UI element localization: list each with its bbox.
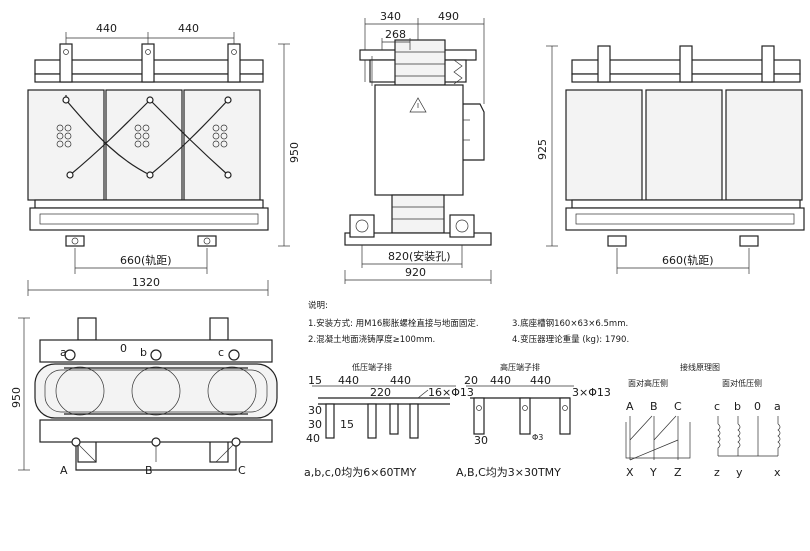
high-voltage-terminal: 高压端子排 20 440 440 3×Φ13 30 Φ3 A,B,C均为3×30… [456,362,611,479]
front-dim-440-right: 440 [178,22,199,35]
top-dim-950: 950 [10,387,23,408]
lv-title: 低压端子排 [352,362,392,372]
front-dim-track: 660(轨距) [120,253,172,267]
terminal-C: C [238,464,246,477]
front-view: 440 440 950 660(轨距) 1320 [27,22,301,296]
front-dim-1320: 1320 [132,276,160,289]
hv-dim-phi3: Φ3 [532,433,543,442]
terminal-0: 0 [120,342,127,355]
wiring-z: z [714,466,720,479]
wiring-y: y [736,466,743,479]
terminal-c: c [218,346,224,359]
wiring-x: x [774,466,781,479]
note-3: 3.底座槽钢160×63×6.5mm. [512,318,628,329]
lv-caption: a,b,c,0均为6×60TMY [304,466,417,479]
side-dim-490: 490 [438,10,459,23]
hv-dim-30: 30 [474,434,488,447]
wiring-low-label: 面对低压侧 [722,378,762,388]
hv-dim-20: 20 [464,374,478,387]
wiring-B: B [650,400,658,413]
side-dim-268: 268 [385,28,406,41]
back-dim-925: 925 [536,139,549,160]
wiring-title: 接线原理图 [680,362,720,372]
terminal-a: a [60,346,67,359]
wiring-A: A [626,400,634,413]
back-view: 925 660(轨距) [536,45,805,274]
back-dim-track: 660(轨距) [662,253,714,267]
side-view: 340 490 268 820(安装孔) 920 [344,10,492,284]
notes-heading: 说明: [308,300,328,311]
terminal-A: A [60,464,68,477]
wiring-0: 0 [754,400,761,413]
wiring-high-label: 面对高压侧 [628,378,668,388]
low-voltage-terminal: 低压端子排 15 440 440 220 16×Φ13 30 30 15 40 … [304,362,474,479]
front-dim-440-left: 440 [96,22,117,35]
lv-dim-30-b: 30 [308,418,322,431]
terminal-B: B [145,464,153,477]
hv-dim-440-a: 440 [490,374,511,387]
lv-dim-holes: 16×Φ13 [428,386,474,399]
note-2: 2.混凝土地面浇铸厚度≥100mm. [308,334,435,345]
lv-dim-440-a: 440 [338,374,359,387]
note-1: 1.安装方式: 用M16膨胀螺栓直接与地面固定. [308,318,479,329]
wiring-Y: Y [649,466,657,479]
side-dim-340: 340 [380,10,401,23]
hv-dim-440-b: 440 [530,374,551,387]
hv-title: 高压端子排 [500,362,540,372]
lv-dim-440-b: 440 [390,374,411,387]
lv-dim-40: 40 [306,432,320,445]
lv-dim-30-a: 30 [308,404,322,417]
wiring-c: c [714,400,720,413]
wiring-a: a [774,400,781,413]
side-dim-920: 920 [405,266,426,279]
wiring-b: b [734,400,741,413]
top-view: 950 a 0 b c A B C [10,317,278,477]
side-dim-820: 820(安装孔) [388,249,451,263]
hv-dim-holes: 3×Φ13 [572,386,611,399]
wiring-X: X [626,466,634,479]
lv-dim-15-b: 15 [340,418,354,431]
note-4: 4.变压器理论重量 (kg): 1790. [512,334,629,345]
notes: 说明: 1.安装方式: 用M16膨胀螺栓直接与地面固定. 2.混凝土地面浇铸厚度… [308,300,629,345]
wiring-Z: Z [674,466,682,479]
hv-caption: A,B,C均为3×30TMY [456,466,561,479]
lv-dim-220: 220 [370,386,391,399]
front-dim-950: 950 [288,142,301,163]
lv-dim-15: 15 [308,374,322,387]
terminal-b: b [140,346,147,359]
wiring-C: C [674,400,682,413]
wiring-diagram: 接线原理图 面对高压侧 面对低压侧 A B C X Y Z c b 0 a z … [625,362,781,479]
